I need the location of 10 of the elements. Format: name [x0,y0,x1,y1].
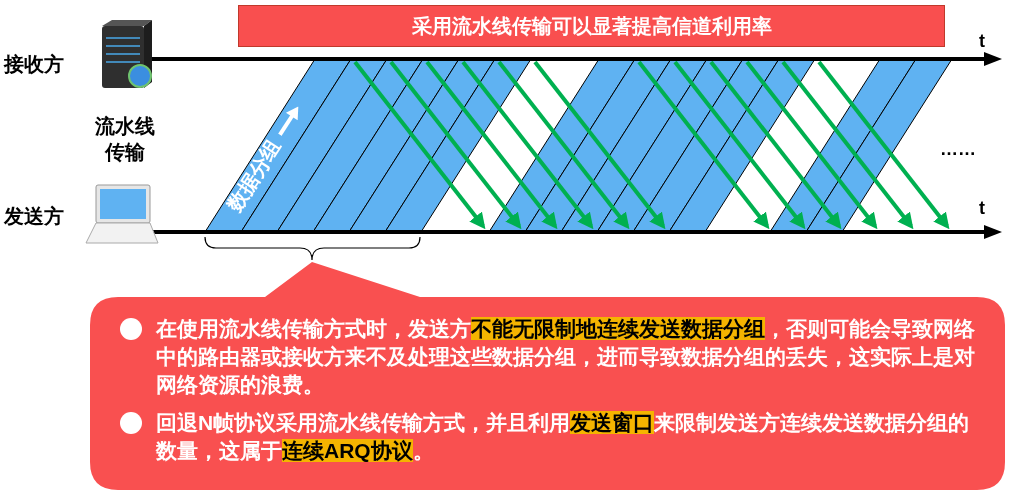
pipeline-label: 流水线传输 [94,114,156,165]
title-banner: 采用流水线传输可以显著提高信道利用率 [238,5,945,47]
ellipsis: …… [940,138,976,161]
receiver-label: 接收方 [4,49,64,79]
axis-label: t [979,30,985,53]
sender-label: 发送方 [4,201,64,231]
packet-label: 数据分组 [221,134,286,217]
callout-box [90,262,1005,490]
axis-label: t [979,197,985,220]
note-text: 在使用流水线传输方式时，发送方不能无限制地连续发送数据分组，否则可能会导致网络中的路由器或接收方来不及处理这些数据分组，进而导致数据分组的丢失，这实际上是对网络资源的浪费。 [156,316,975,398]
